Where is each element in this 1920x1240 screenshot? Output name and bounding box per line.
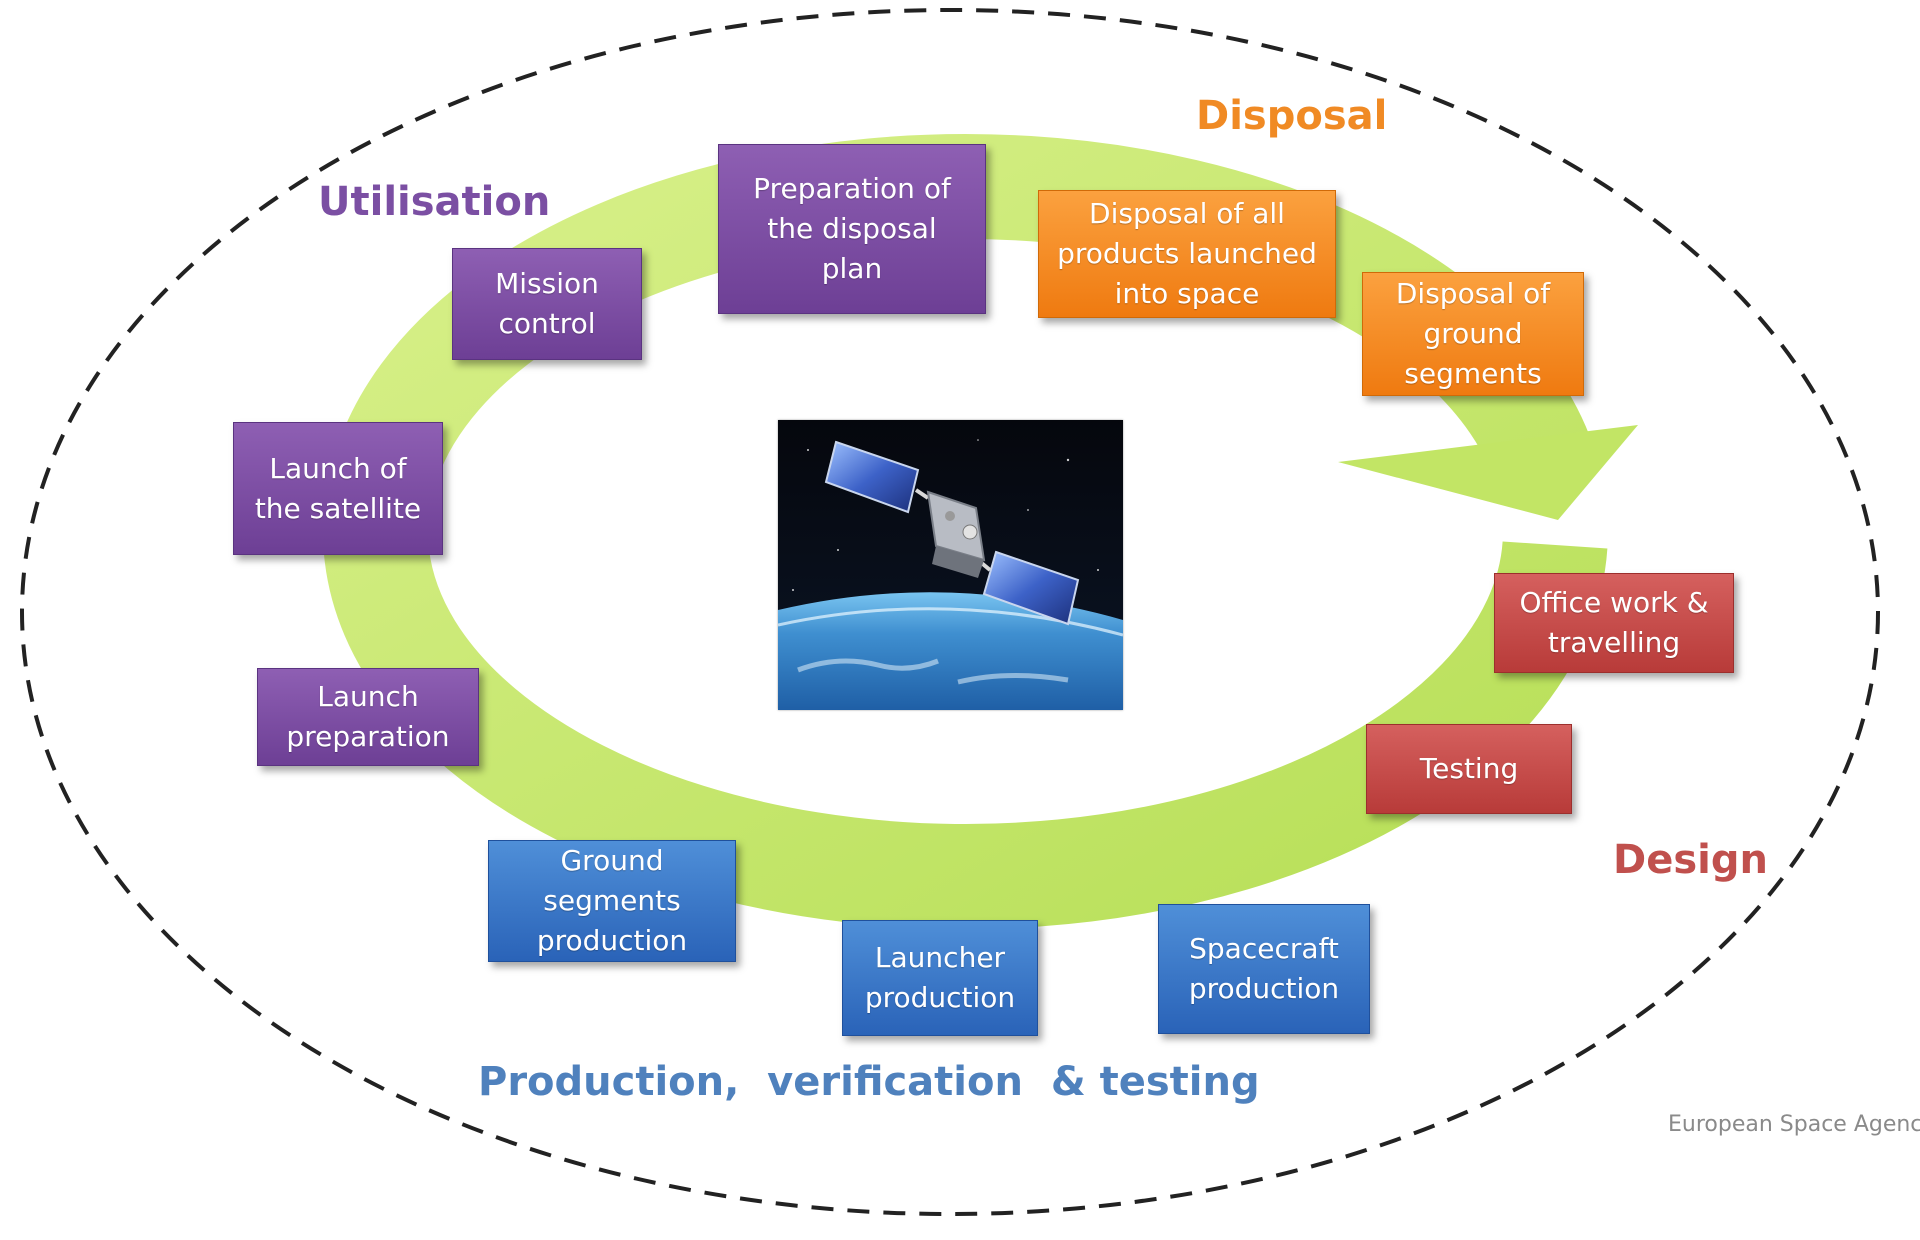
phase-label-disposal: Disposal (1196, 93, 1388, 139)
satellite-image (778, 420, 1123, 710)
boundary-ellipse (20, 8, 1880, 1216)
satellite (824, 440, 1080, 626)
box-office-work: Office work &travelling (1494, 573, 1734, 673)
credit-text: European Space Agency (1668, 1112, 1920, 1137)
box-testing: Testing (1366, 724, 1572, 814)
cycle-arrow-head (1338, 425, 1638, 520)
phase-label-utilisation: Utilisation (318, 179, 551, 225)
phase-label-design: Design (1613, 837, 1768, 883)
phase-label-production: Production, verification & testing (478, 1059, 1260, 1105)
earth (778, 592, 1123, 710)
